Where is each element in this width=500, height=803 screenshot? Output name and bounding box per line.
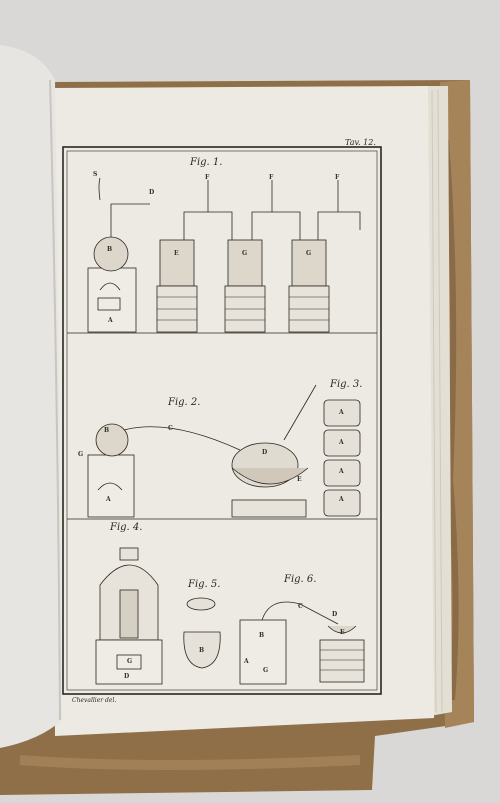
fig2-letter: E — [297, 476, 302, 483]
fig2-letter: A — [106, 496, 111, 503]
fig1-letter: G — [306, 250, 312, 257]
fig2-letter: D — [262, 449, 268, 456]
fig3-letter: A — [339, 496, 344, 503]
plate-frame — [62, 146, 382, 695]
fig3-letter: A — [339, 439, 344, 446]
plate-number-label: Tav. 12. — [345, 138, 376, 147]
fig6-letter: C — [298, 603, 303, 610]
fig5-title: Fig. 5. — [188, 579, 221, 590]
fig1-letter: G — [242, 250, 248, 257]
fig1-letter: E — [174, 250, 179, 257]
fig2-letter: B — [104, 427, 110, 434]
fig6-letter: D — [332, 611, 338, 618]
fig6-title: Fig. 6. — [284, 574, 317, 585]
fig4-apparatus — [95, 547, 163, 685]
fig1-letter: B — [107, 246, 113, 253]
fig6-letter: G — [263, 667, 269, 674]
fig1-title: Fig. 1. — [190, 157, 223, 168]
fig6-letter: A — [244, 658, 249, 665]
fig2-letter: G — [78, 451, 84, 458]
fig4-letter: G — [127, 658, 133, 665]
fig5-letter: B — [199, 647, 205, 654]
fig6-letter: B — [259, 632, 265, 639]
fig3-letter: A — [339, 409, 344, 416]
fig3-letter: A — [339, 468, 344, 475]
fig4-letter: D — [124, 673, 130, 680]
fig2-apparatus — [87, 384, 317, 518]
fig5-apparatus — [183, 597, 221, 669]
fig1-apparatus — [87, 177, 361, 333]
left-page — [0, 45, 62, 748]
fig2-letter: C — [168, 425, 173, 432]
fig3-apparatus — [323, 399, 361, 517]
fig1-letter: A — [108, 317, 113, 324]
fig6-apparatus — [239, 601, 365, 685]
fig1-letter: F — [269, 174, 274, 181]
engraver-credit: Chevallier del. — [72, 697, 117, 704]
fig1-letter: F — [335, 174, 340, 181]
fig1-letter: S — [93, 171, 98, 178]
fig6-letter: E — [340, 629, 345, 636]
fig4-title: Fig. 4. — [110, 522, 143, 533]
fig1-letter: F — [205, 174, 210, 181]
fig1-letter: D — [149, 189, 155, 196]
fig3-title: Fig. 3. — [330, 379, 363, 390]
fig2-title: Fig. 2. — [168, 397, 201, 408]
